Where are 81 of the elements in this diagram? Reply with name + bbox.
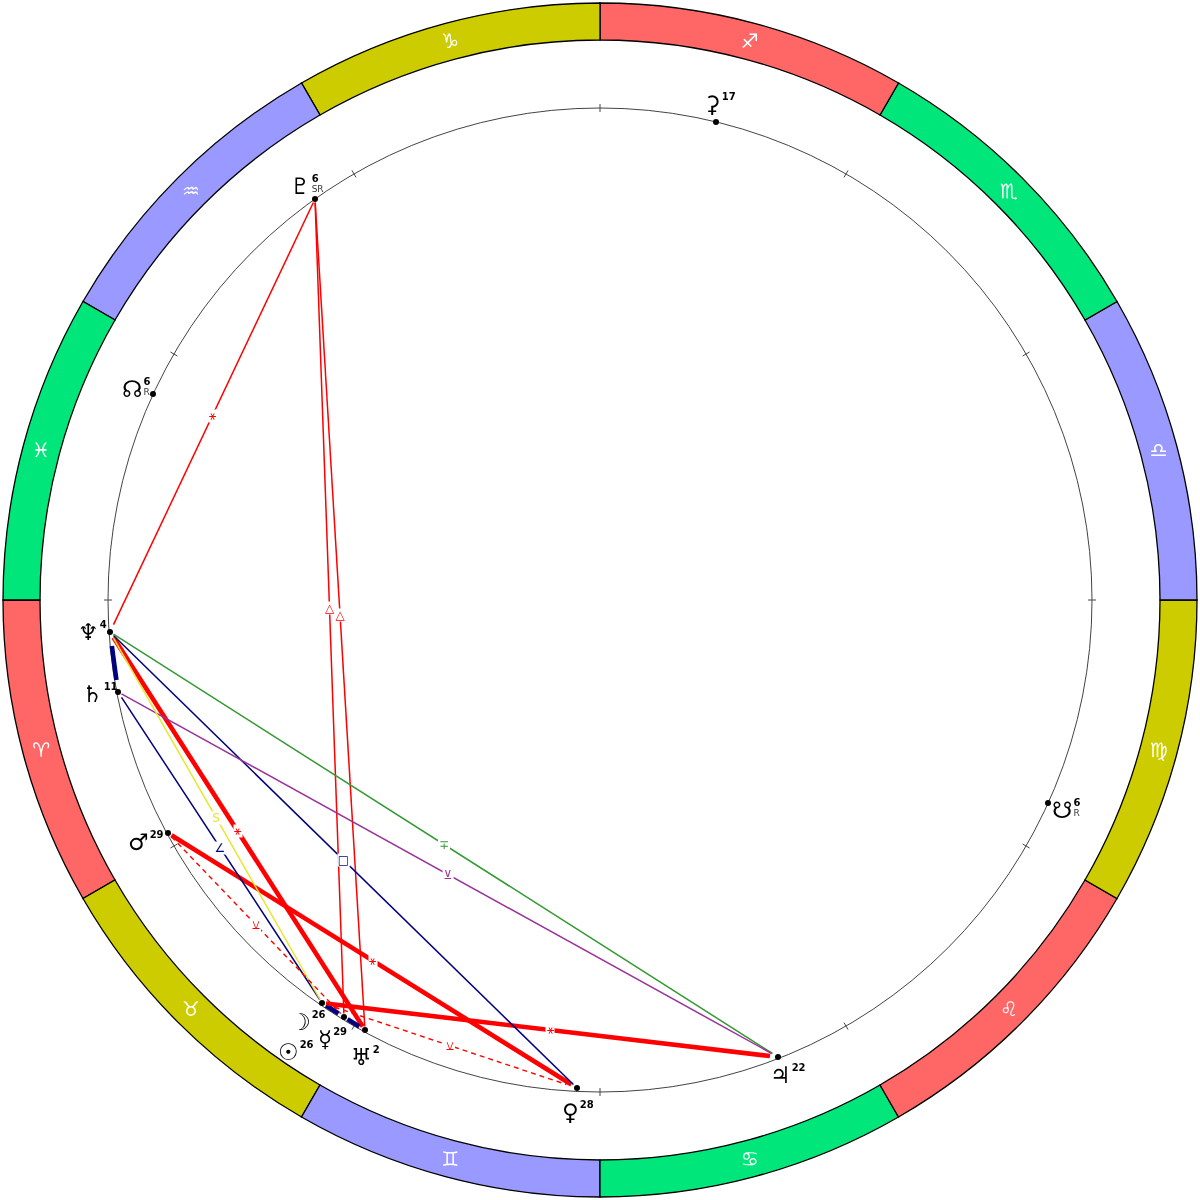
planet-glyph: ♃ <box>770 1061 791 1089</box>
aspect-line <box>325 1003 568 1086</box>
planet-glyph: ♄ <box>82 680 103 708</box>
retrograde-mark: R <box>1073 808 1080 819</box>
zodiac-sign-glyph: ♓ <box>32 440 51 461</box>
degree-number: 6 <box>1073 797 1081 808</box>
planet-glyph: ☊ <box>122 375 143 403</box>
zodiac-sign-glyph: ♋ <box>740 1148 759 1169</box>
edge-label: S <box>211 811 221 824</box>
degree-number: 22 <box>791 1062 806 1073</box>
zodiac-sign-band <box>879 81 1119 322</box>
edge-label: ⚺ <box>251 918 261 932</box>
zodiac-sign-band <box>1083 599 1198 900</box>
degree-number: 6 <box>143 376 151 387</box>
zodiac-sign-glyph: ♏ <box>1000 180 1018 201</box>
zodiac-sign-glyph: ♉ <box>181 999 200 1020</box>
degree-number: 4 <box>99 619 107 630</box>
planet-glyph: ♅ <box>351 1043 372 1071</box>
zodiac-sign-band <box>598 1083 900 1198</box>
aspect-line <box>120 693 773 1055</box>
planet-glyph: ♂ <box>128 828 149 856</box>
planet-glyph: ♆ <box>78 618 99 646</box>
zodiac-sign-band <box>300 2 601 117</box>
zodiac-sign-glyph: ♑ <box>441 31 460 52</box>
zodiac-sign-glyph: ♈ <box>32 739 51 760</box>
aspect-line <box>170 833 573 1087</box>
aspect-line <box>314 201 345 1015</box>
zodiac-sign-band <box>2 598 117 900</box>
aspect-line <box>112 637 321 1001</box>
edge-label: □ <box>336 853 351 867</box>
aspect-line <box>112 633 774 1055</box>
retrograde-mark: SR <box>311 184 324 195</box>
edge-label: ⚺ <box>444 1039 455 1052</box>
planet-glyph: ☋ <box>1052 796 1073 824</box>
aspect-line <box>170 835 342 1015</box>
degree-number: 17 <box>721 91 736 102</box>
aspect-line <box>346 1017 361 1029</box>
degree-number: 11 <box>103 681 118 692</box>
zodiac-sign-band <box>599 2 900 117</box>
degree-number: 26 <box>311 1009 326 1020</box>
planet-glyph: ♇ <box>290 172 311 200</box>
retrograde-mark: R <box>143 387 150 398</box>
aspect-line <box>112 201 315 626</box>
zodiac-sign-glyph: ♊ <box>441 1148 460 1169</box>
degree-number: 6 <box>311 173 319 184</box>
zodiac-sign-band <box>2 300 117 601</box>
planet-glyph: ⚳ <box>704 90 721 118</box>
zodiac-sign-glyph: ♎ <box>1149 440 1168 461</box>
degree-number: 26 <box>299 1039 314 1050</box>
edge-label: ⚹ <box>208 409 217 422</box>
zodiac-sign-glyph: ♌ <box>1000 999 1018 1020</box>
planet-glyph: ☿ <box>318 1025 333 1053</box>
degree-number: 29 <box>149 829 164 840</box>
aspect-line <box>120 696 321 1001</box>
edge-label: ⊻ <box>442 868 454 881</box>
zodiac-sign-glyph: ♒ <box>181 180 200 201</box>
aspect-line <box>324 1003 340 1016</box>
degree-number: 28 <box>579 1099 594 1110</box>
zodiac-sign-glyph: ♍ <box>1149 739 1168 760</box>
degree-number: 29 <box>333 1026 348 1037</box>
zodiac-sign-band <box>81 81 322 322</box>
edge-label: ∓ <box>437 838 451 851</box>
degree-number: 2 <box>372 1044 380 1055</box>
planet-glyph: ☽ <box>290 1008 311 1036</box>
edge-label: △ <box>334 608 346 621</box>
planet-glyph: ☉ <box>278 1038 299 1066</box>
planet-glyph: ♀ <box>562 1098 579 1126</box>
edge-label: △ <box>323 601 336 615</box>
edge-label: ⚹ <box>368 954 377 967</box>
edge-label: ∠ <box>213 841 227 854</box>
planet-marker <box>562 1084 594 1126</box>
aspect-line <box>111 636 365 1028</box>
zodiac-sign-band <box>1083 300 1198 601</box>
edge-label: ⚹ <box>233 824 242 838</box>
zodiac-sign-glyph: ♐ <box>740 31 759 52</box>
zodiac-sign-band <box>879 879 1119 1119</box>
aspect-line <box>112 634 575 1086</box>
aspect-line <box>314 201 366 1028</box>
aspect-line <box>109 645 119 681</box>
zodiac-sign-band <box>300 1083 601 1198</box>
aspect-line <box>325 1001 771 1059</box>
